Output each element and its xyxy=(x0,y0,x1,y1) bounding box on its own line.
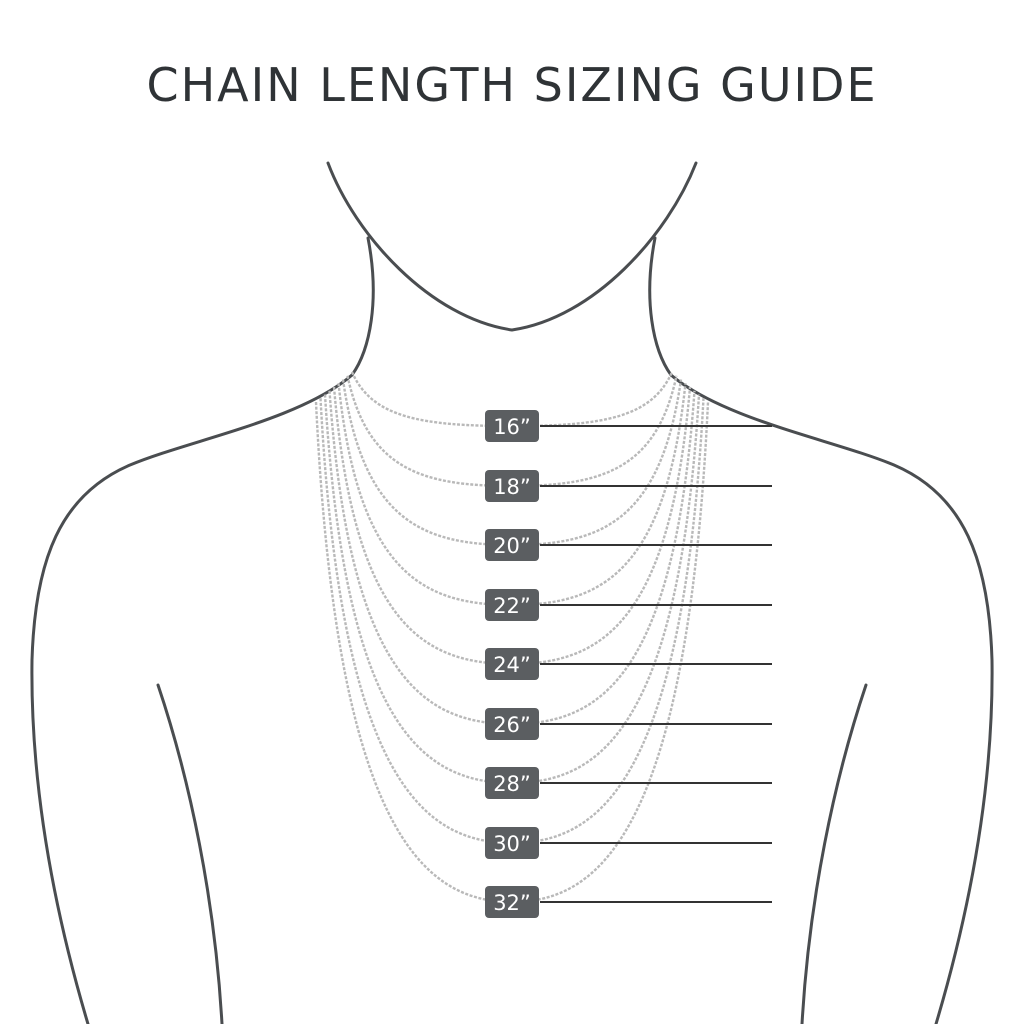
chain-strand xyxy=(350,371,674,428)
length-tag: 24” xyxy=(485,648,539,680)
silhouette xyxy=(30,161,994,1024)
neck-outline-left xyxy=(350,236,375,377)
shoulder-outline-left xyxy=(30,373,354,1024)
length-tag-box xyxy=(485,470,539,502)
length-tag: 18” xyxy=(485,470,539,502)
length-tag-box xyxy=(485,648,539,680)
length-tags: 16” 18” 20” 22” 24” 26” 28” 30” 32” xyxy=(485,410,539,918)
length-tag-box xyxy=(485,529,539,561)
length-tag: 22” xyxy=(485,589,539,621)
leader-lines xyxy=(540,425,772,903)
length-tag-box xyxy=(485,410,539,442)
shoulder-outline-right xyxy=(669,373,994,1024)
length-tag: 20” xyxy=(485,529,539,561)
arm-line-right xyxy=(800,683,868,1024)
length-tag: 16” xyxy=(485,410,539,442)
length-label: 20” xyxy=(493,534,531,558)
length-label: 26” xyxy=(493,713,531,737)
length-label: 30” xyxy=(493,832,531,856)
length-label: 32” xyxy=(493,891,531,915)
arm-line-left xyxy=(156,683,224,1024)
length-tag: 26” xyxy=(485,708,539,740)
length-tag: 32” xyxy=(485,886,539,918)
chin-outline xyxy=(326,161,698,332)
length-label: 18” xyxy=(493,475,531,499)
length-tag-box xyxy=(485,767,539,799)
chain-strand xyxy=(341,379,683,547)
chain-strand xyxy=(328,390,696,726)
length-tag-box xyxy=(485,827,539,859)
length-tag-box xyxy=(485,589,539,621)
length-tag: 30” xyxy=(485,827,539,859)
length-label: 24” xyxy=(493,653,531,677)
length-label: 22” xyxy=(493,594,531,618)
page-title: CHAIN LENGTH SIZING GUIDE xyxy=(146,58,878,112)
neck-outline-right xyxy=(648,236,673,377)
length-tag: 28” xyxy=(485,767,539,799)
length-tag-box xyxy=(485,708,539,740)
chains xyxy=(314,371,710,904)
chain-strand xyxy=(319,398,705,845)
length-label: 28” xyxy=(493,772,531,796)
length-tag-box xyxy=(485,886,539,918)
length-label: 16” xyxy=(493,415,531,439)
